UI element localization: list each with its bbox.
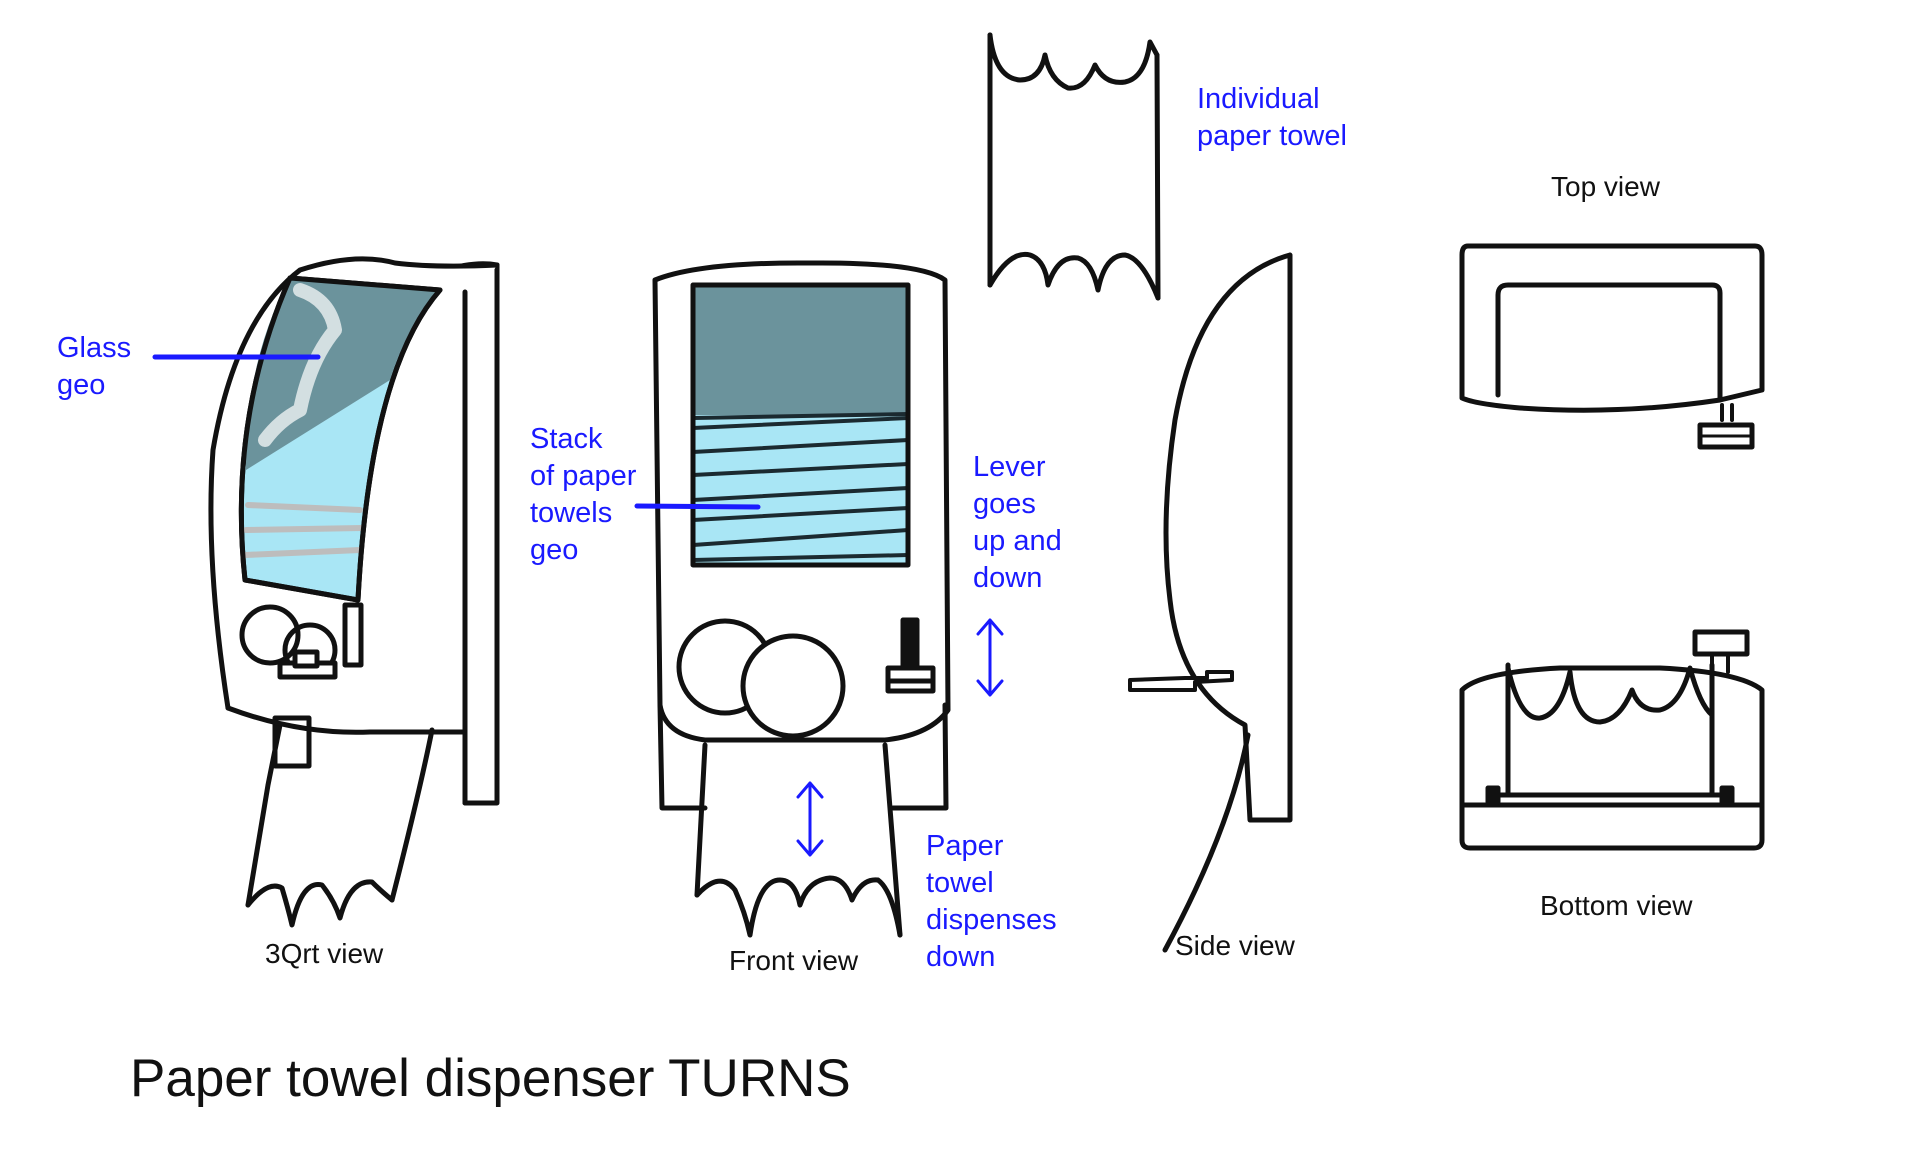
front-lever — [900, 617, 920, 671]
three-quarter-window-frame — [238, 275, 443, 603]
individual-towel-annotation: Individual paper towel — [1197, 83, 1347, 152]
three-quarter-dial-a — [239, 604, 301, 666]
caption-bottom: Bottom view — [1540, 890, 1693, 921]
side-lever — [1128, 670, 1234, 692]
paper-annotation: Paper towel dispenses down — [926, 830, 1057, 973]
lever-annotation: Lever goes up and down — [973, 451, 1062, 594]
stack-leader — [634, 503, 761, 510]
sheet-title: Paper towel dispenser TURNS — [130, 1049, 851, 1108]
stack-annotation: Stack of paper towels geo — [530, 423, 637, 566]
side-body — [1163, 252, 1293, 823]
three-quarter-lever — [342, 602, 364, 668]
top-inner — [1495, 282, 1723, 403]
paper-arrow — [796, 781, 824, 857]
caption-front: Front view — [729, 945, 859, 976]
caption-top: Top view — [1551, 171, 1660, 202]
three-quarter-slot — [272, 715, 312, 769]
front-paper — [694, 742, 708, 898]
caption-three-quarter: 3Qrt view — [265, 938, 384, 969]
front-dial-b — [740, 633, 846, 739]
caption-side: Side view — [1175, 930, 1295, 961]
lever-arrow — [976, 618, 1004, 697]
side-view — [1128, 252, 1293, 953]
front-window-top — [693, 285, 908, 415]
bottom-paper — [1505, 665, 1715, 725]
individual-towel — [987, 32, 1161, 301]
front-view — [652, 260, 1004, 938]
bottom-lever — [1692, 629, 1750, 657]
front-window-frame — [690, 282, 911, 568]
bottom-view — [1459, 629, 1765, 851]
top-outer — [1459, 243, 1765, 413]
top-view — [1459, 243, 1765, 450]
glass-annotation: Glass geo — [57, 332, 132, 401]
